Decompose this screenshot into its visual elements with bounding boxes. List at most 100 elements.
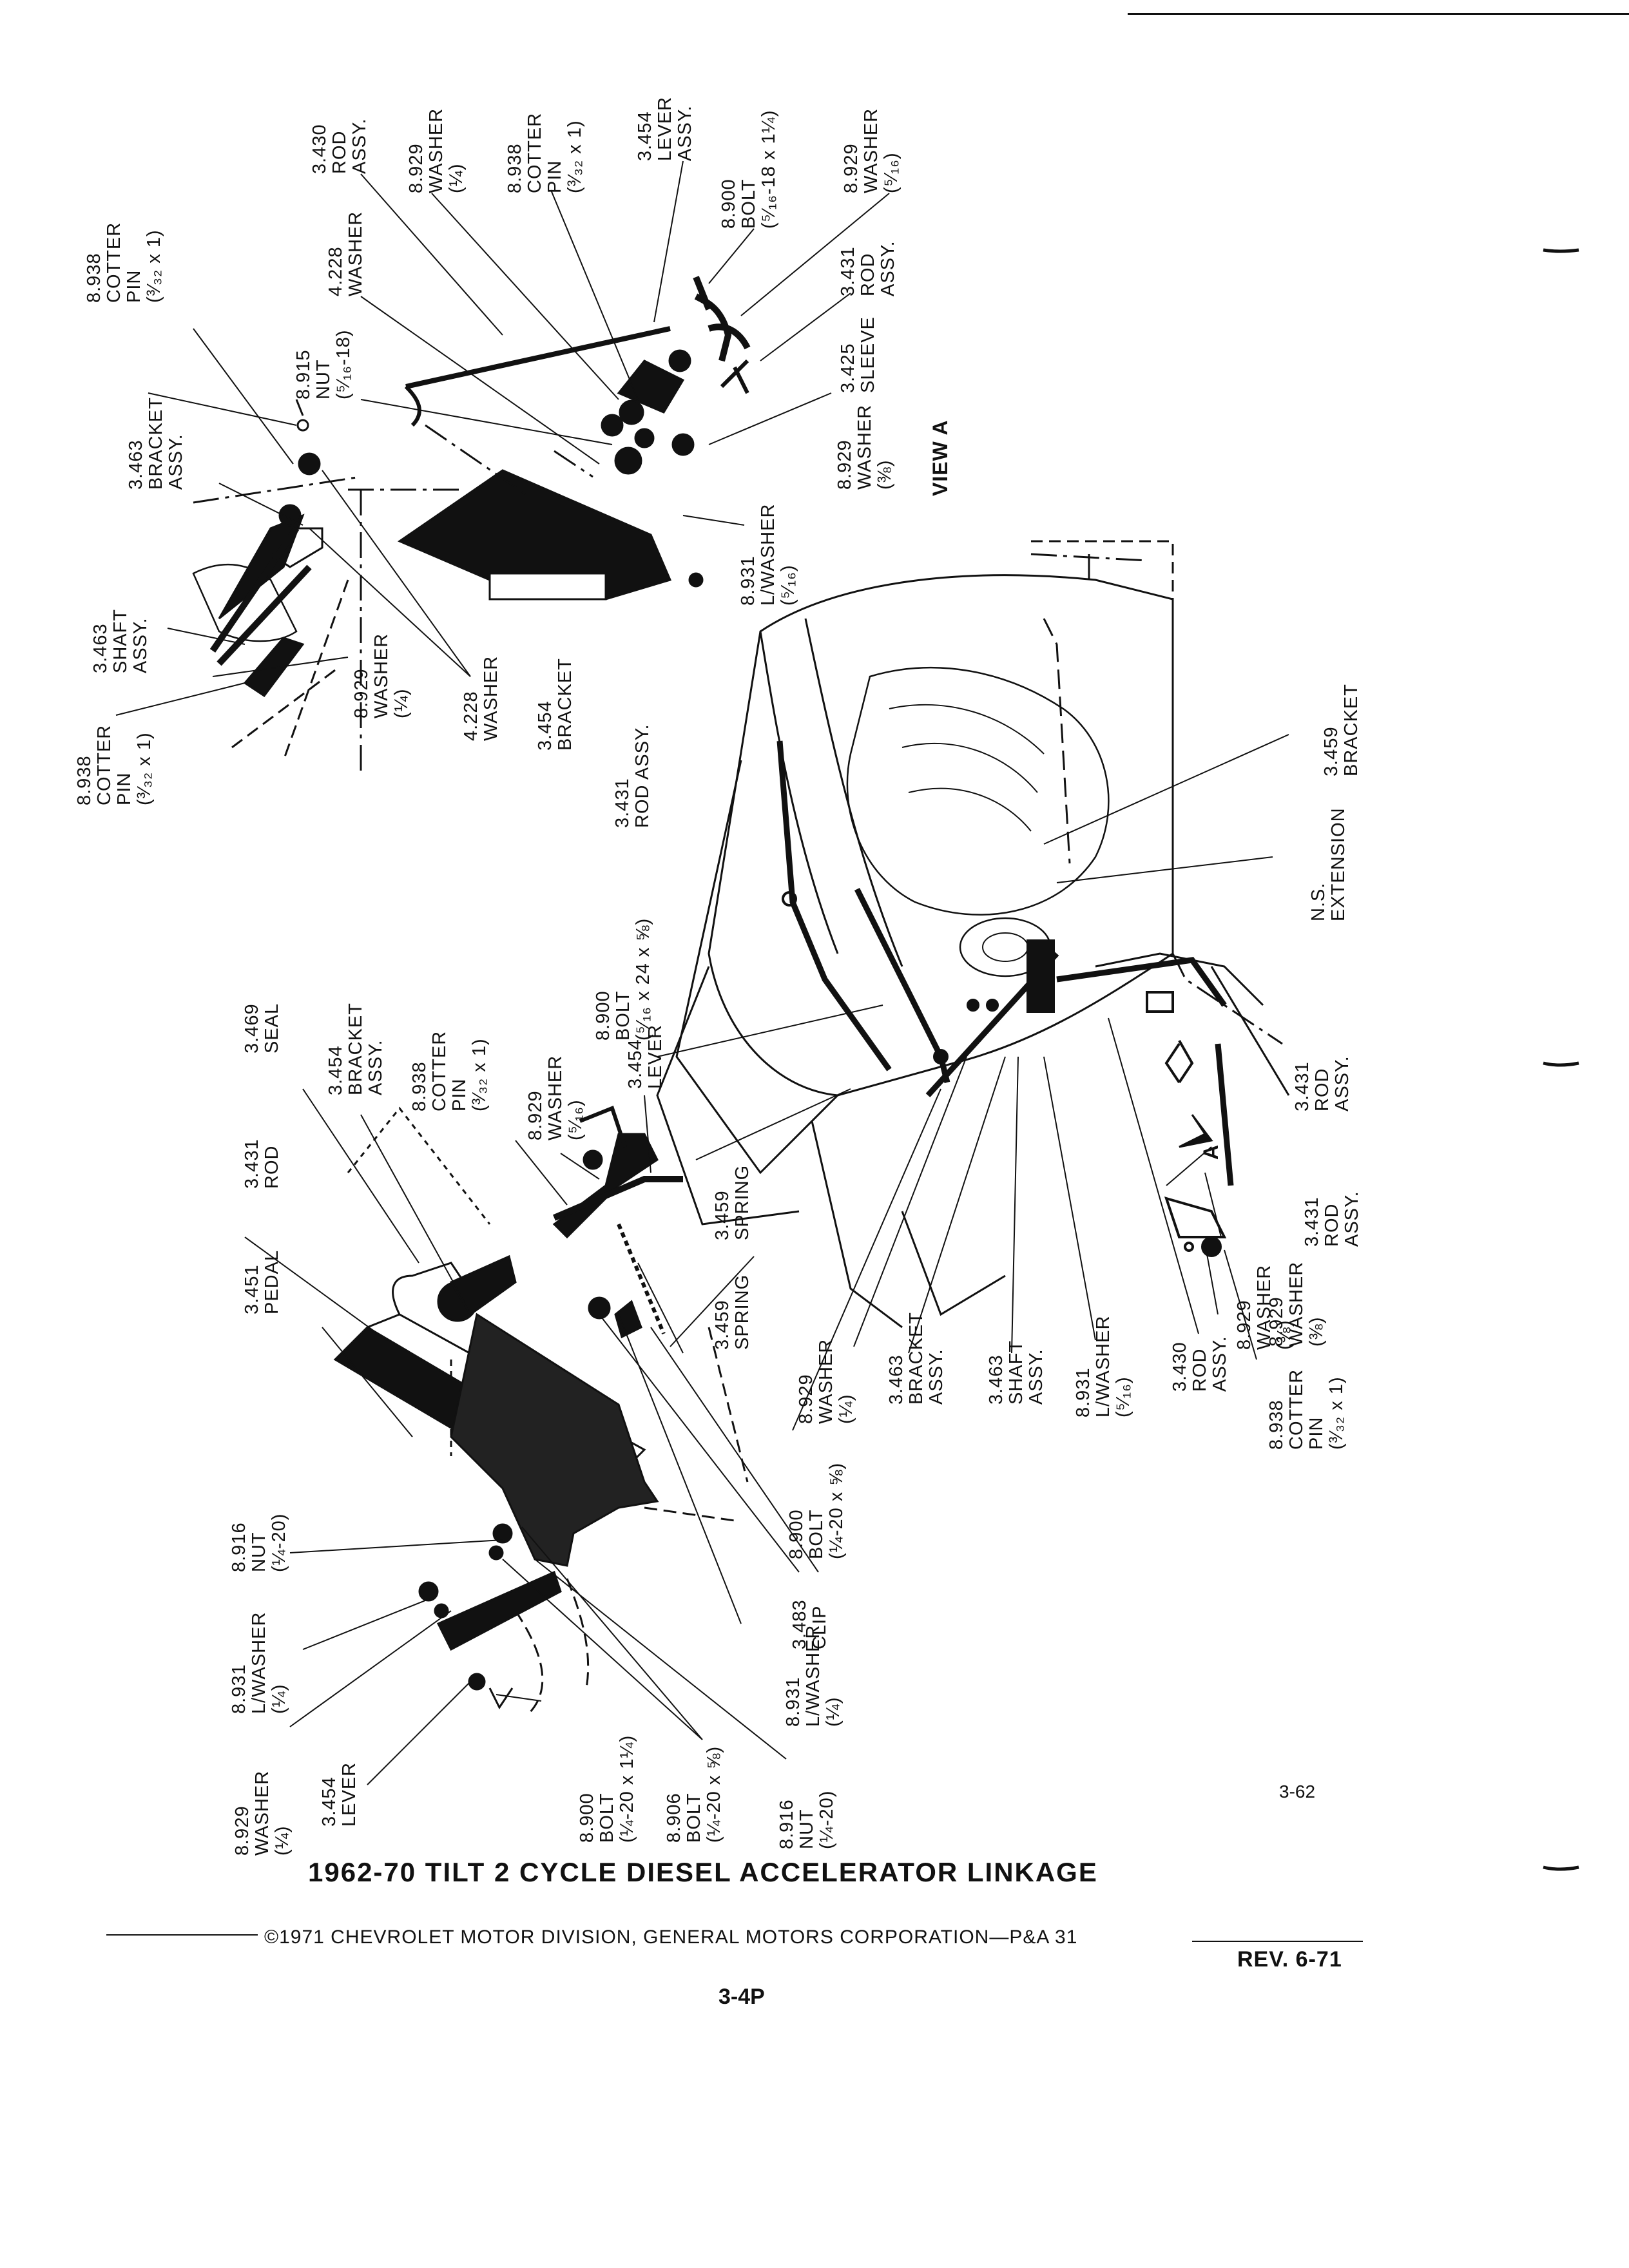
callout-8916-nut: 8.916NUT(¼-20) xyxy=(229,1514,289,1572)
callout-line: NUT xyxy=(249,1532,269,1572)
callout-line: 8.929 xyxy=(841,143,862,193)
callout-line: (³⁄₃₂ x 1) xyxy=(144,229,164,303)
callout-line: SPRING xyxy=(732,1274,753,1350)
callout-line: 3.454 xyxy=(535,700,555,751)
callout-3430-rod-assy-lower: 3.430RODASSY. xyxy=(1170,1336,1230,1392)
callout-line: PIN xyxy=(449,1079,470,1111)
callout-line: ROD xyxy=(1312,1068,1333,1111)
callout-8916-nut-bottom: 8.916NUT(¼-20) xyxy=(776,1791,837,1849)
callout-line: (¼-20) xyxy=(269,1514,289,1572)
callout-line: 8.938 xyxy=(1266,1399,1287,1450)
plate-number: 3-62 xyxy=(1279,1782,1315,1802)
callout-line: 8.900 xyxy=(577,1792,597,1843)
callout-3431-rod: 3.431ROD xyxy=(242,1139,282,1189)
callout-line: 3.463 xyxy=(126,439,146,490)
callout-line: COTTER xyxy=(1286,1369,1307,1450)
callout-3431-rod-assy-right: 3.431RODASSY. xyxy=(1292,1055,1353,1111)
callout-line: ASSY. xyxy=(349,118,370,174)
callout-3459-spring-lower: 3.459SPRING xyxy=(712,1274,753,1350)
callout-4228-washer-lower: 4.228WASHER xyxy=(461,656,501,741)
callout-line: WASHER xyxy=(854,405,875,490)
callout-line: (¼) xyxy=(269,1684,289,1715)
callout-line: ROD xyxy=(1322,1204,1342,1247)
arrow-icon xyxy=(488,1687,514,1709)
callout-line: EXTENSION xyxy=(1328,807,1349,921)
callout-line: 8.929 xyxy=(232,1805,253,1856)
callout-line: N.S. xyxy=(1308,883,1329,921)
callout-line: 8.929 xyxy=(525,1090,546,1140)
callout-line: 8.900 xyxy=(718,178,739,229)
callout-line: (⁵⁄₁₆-18 x 1¼) xyxy=(758,110,779,229)
callout-line: 8.916 xyxy=(229,1522,249,1572)
top-rule xyxy=(1128,13,1629,15)
callout-line: (¼-20) xyxy=(816,1791,837,1849)
callout-8931-lwasher-lower: 8.931L/WASHER(⁵⁄₁₆) xyxy=(1073,1316,1133,1418)
callout-8929-washer-516: 8.929WASHER(⁵⁄₁₆) xyxy=(841,108,901,193)
callout-line: WASHER xyxy=(371,633,392,718)
callout-3431-rod-assy-lower: 3.431RODASSY. xyxy=(1302,1191,1362,1247)
callout-line: (¼-20 x 1¼) xyxy=(617,1735,637,1843)
callout-line: 8.938 xyxy=(74,755,95,805)
callout-line: WASHER xyxy=(861,108,882,193)
callout-line: 4.228 xyxy=(461,691,481,741)
callout-line: 8.929 xyxy=(351,668,372,718)
callout-line: (⅜) xyxy=(1306,1317,1327,1347)
callout-line: LEVER xyxy=(655,97,675,161)
callout-line: (³⁄₃₂ x 1) xyxy=(134,732,155,805)
callout-8915-nut: 8.915NUT(⁵⁄₁₆-18) xyxy=(293,329,354,399)
callout-line: (¼) xyxy=(391,689,412,719)
callout-line: WASHER xyxy=(545,1055,566,1140)
callout-line: LEVER xyxy=(339,1762,360,1827)
callout-line: 8.938 xyxy=(409,1061,430,1111)
callout-8938-cotter-pin: 8.938COTTERPIN(³⁄₃₂ x 1) xyxy=(505,113,585,193)
view-a-label: VIEW A xyxy=(929,419,952,496)
callout-line: 3.430 xyxy=(1170,1341,1190,1392)
callout-line: 8.929 xyxy=(796,1374,816,1424)
callout-line: 8.929 xyxy=(1266,1296,1287,1347)
callout-4228-washer: 4.228WASHER xyxy=(325,211,366,296)
callout-line: ASSY. xyxy=(166,434,186,490)
callout-line: WASHER xyxy=(1286,1262,1307,1347)
callout-line: (⅜) xyxy=(874,460,895,490)
callout-line: (¼) xyxy=(446,164,467,194)
view-a-detail xyxy=(192,276,751,773)
leader-lines xyxy=(115,160,1289,1785)
callout-line: ASSY. xyxy=(365,1039,386,1095)
callout-line: LEVER xyxy=(645,1024,666,1089)
callout-line: ASSY. xyxy=(1026,1349,1046,1405)
callout-line: ASSY. xyxy=(130,617,151,673)
page-number: 3-4P xyxy=(718,1984,765,2009)
callout-3459-bracket: 3.459BRACKET xyxy=(1321,684,1362,776)
callout-line: (⁵⁄₁₆) xyxy=(778,564,798,606)
callout-8929-washer-pedal: 8.929WASHER(⁵⁄₁₆) xyxy=(525,1055,586,1140)
callout-line: BOLT xyxy=(684,1792,704,1843)
callout-line: 3.463 xyxy=(90,623,111,673)
margin-marks xyxy=(1543,248,1579,1871)
callout-line: (⁵⁄₁₆ x 24 x ⅝) xyxy=(633,918,653,1041)
callout-line: (¼-20 x ⅝) xyxy=(826,1463,847,1559)
callout-line: 8.938 xyxy=(84,253,104,303)
callout-line: 8.931 xyxy=(1073,1367,1094,1418)
callout-line: 3.459 xyxy=(712,1190,733,1240)
callout-line: 3.430 xyxy=(309,124,330,174)
callout-line: PIN xyxy=(124,270,144,303)
callout-line: SPRING xyxy=(732,1165,753,1240)
callout-line: 8.900 xyxy=(786,1509,807,1559)
callout-line: 8.900 xyxy=(593,990,613,1041)
callout-3454-bracket-assy: 3.454BRACKETASSY. xyxy=(325,1003,386,1095)
callout-line: (¼) xyxy=(836,1394,856,1425)
callout-3463-shaft-assy: 3.463SHAFTASSY. xyxy=(90,609,151,673)
callout-line: 8.906 xyxy=(664,1792,684,1843)
linkage-details xyxy=(782,891,1227,1257)
callout-8929-washer-38: 8.929WASHER(⅜) xyxy=(834,405,895,490)
footer-rule-right xyxy=(1192,1941,1363,1942)
copyright-line: ©1971 CHEVROLET MOTOR DIVISION, GENERAL … xyxy=(264,1927,1078,1948)
callout-line: 8.916 xyxy=(776,1799,797,1849)
callout-line: ROD xyxy=(329,131,350,174)
callout-line: BOLT xyxy=(597,1792,617,1843)
callout-line: NUT xyxy=(313,359,334,399)
callout-line: ASSY. xyxy=(1342,1191,1362,1247)
callout-line: (³⁄₃₂ x 1) xyxy=(469,1038,490,1111)
callout-line: ASSY. xyxy=(1210,1336,1230,1392)
